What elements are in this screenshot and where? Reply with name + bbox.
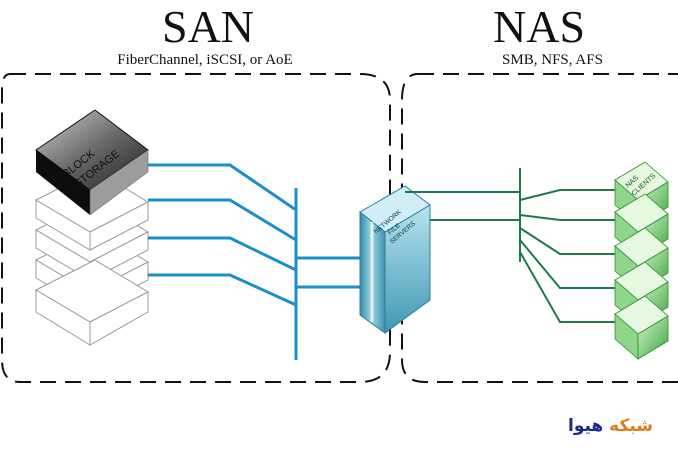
nas-clients-stack: NAS CLIENTS xyxy=(614,161,669,360)
nas-title: NAS xyxy=(493,1,586,52)
nas-links xyxy=(405,168,618,323)
watermark-logo: شبکه هیوا xyxy=(568,416,653,436)
watermark-word-2: هیوا xyxy=(568,416,604,436)
block-storage-device: BLOCK STORAGE xyxy=(35,109,149,216)
nas-protocols: SMB, NFS, AFS xyxy=(502,52,603,68)
watermark-word-1: شبکه xyxy=(609,416,653,436)
san-links xyxy=(148,163,370,360)
network-file-server: NETWORK FILE SERVERS xyxy=(359,185,431,334)
san-title: SAN xyxy=(162,1,255,52)
san-protocols: FiberChannel, iSCSI, or AoE xyxy=(117,52,293,68)
san-boundary xyxy=(0,73,391,383)
nas-boundary xyxy=(401,73,678,383)
